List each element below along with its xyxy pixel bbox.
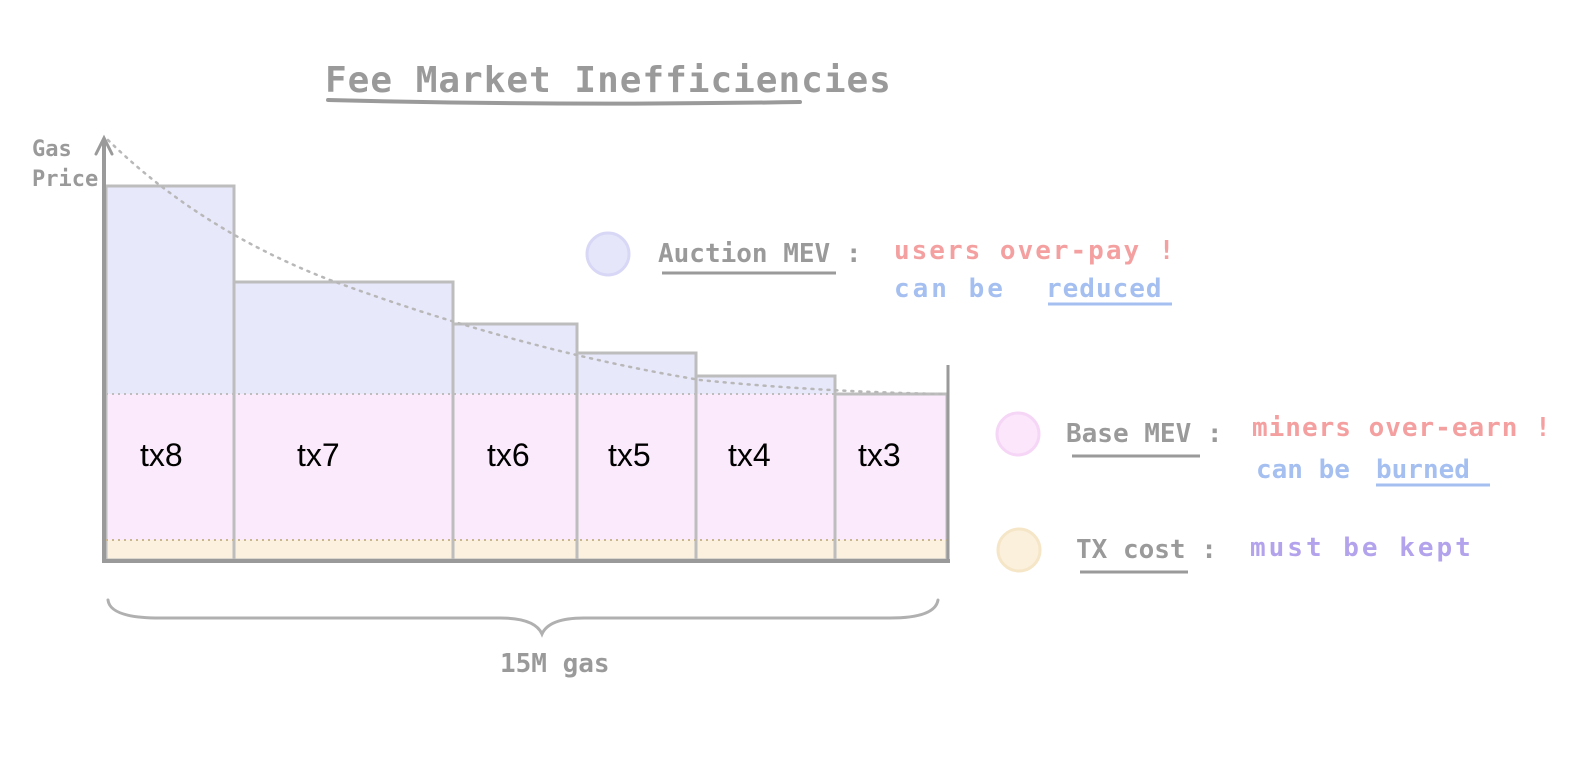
bar-tx6-base <box>453 394 577 540</box>
bar-tx8-txcost <box>106 540 234 560</box>
bar-tx6-auction <box>453 324 577 394</box>
legend-txcost-swatch <box>996 527 1042 573</box>
bar-tx8: tx8 <box>104 184 236 562</box>
bar-tx5-label: tx5 <box>608 437 651 473</box>
legend-auction-mev: Auction MEV : users over-pay ! can be re… <box>585 231 1176 306</box>
legend-base-name: Base MEV : <box>1066 419 1223 449</box>
legend-auction-line2-emph: reduced <box>1046 274 1163 304</box>
diagram-title: Fee Market Inefficiencies <box>325 60 892 101</box>
y-axis-label-line1: Gas <box>32 137 72 162</box>
legend-base-line2-prefix: can be <box>1256 455 1350 485</box>
legend-base-line2-emph: burned <box>1376 455 1470 485</box>
bar-tx5: tx5 <box>575 351 698 562</box>
x-axis-label: 15M gas <box>500 649 610 679</box>
bar-tx7-label: tx7 <box>297 437 340 473</box>
bar-tx7-base <box>234 394 453 540</box>
bar-tx5-auction <box>577 353 696 394</box>
bar-tx8-base <box>106 394 234 540</box>
bar-tx7-auction <box>234 282 453 394</box>
y-axis-arrow <box>94 134 114 156</box>
bar-tx7-txcost <box>234 540 453 560</box>
bar-tx3-txcost <box>835 540 947 560</box>
bar-tx4-base <box>696 394 835 540</box>
legend-auction-swatch <box>585 231 631 277</box>
legend-base-swatch <box>995 411 1041 457</box>
bar-tx8-label: tx8 <box>140 437 183 473</box>
bar-tx4: tx4 <box>694 374 837 562</box>
bar-tx4-txcost <box>696 540 835 560</box>
y-axis-label-line2: Price <box>32 167 98 192</box>
bar-tx8-auction <box>106 186 234 394</box>
legend-auction-note: users over-pay ! <box>894 236 1176 266</box>
bar-tx3-label: tx3 <box>858 437 901 473</box>
legend-auction-line2-prefix: can be <box>894 274 1006 304</box>
legend-base-mev: Base MEV : miners over-earn ! can be bur… <box>995 411 1552 487</box>
bar-tx6: tx6 <box>451 322 579 562</box>
x-axis-brace <box>106 598 940 638</box>
bar-tx5-txcost <box>577 540 696 560</box>
legend-tx-cost: TX cost : must be kept <box>996 527 1474 574</box>
bar-tx6-label: tx6 <box>487 437 530 473</box>
bar-tx7: tx7 <box>232 280 455 562</box>
title-underline <box>326 98 802 106</box>
legend-txcost-note: must be kept <box>1250 533 1474 563</box>
bar-tx5-base <box>577 394 696 540</box>
transaction-bars: tx8 tx7 tx6 tx5 <box>104 184 949 562</box>
legend-auction-name: Auction MEV : <box>658 239 862 269</box>
bar-tx3-base <box>835 394 947 540</box>
legend-txcost-name: TX cost : <box>1076 535 1217 565</box>
bar-tx3: tx3 <box>833 392 949 562</box>
bar-tx4-label: tx4 <box>728 437 771 473</box>
bar-tx6-txcost <box>453 540 577 560</box>
legend-base-note: miners over-earn ! <box>1252 413 1552 443</box>
